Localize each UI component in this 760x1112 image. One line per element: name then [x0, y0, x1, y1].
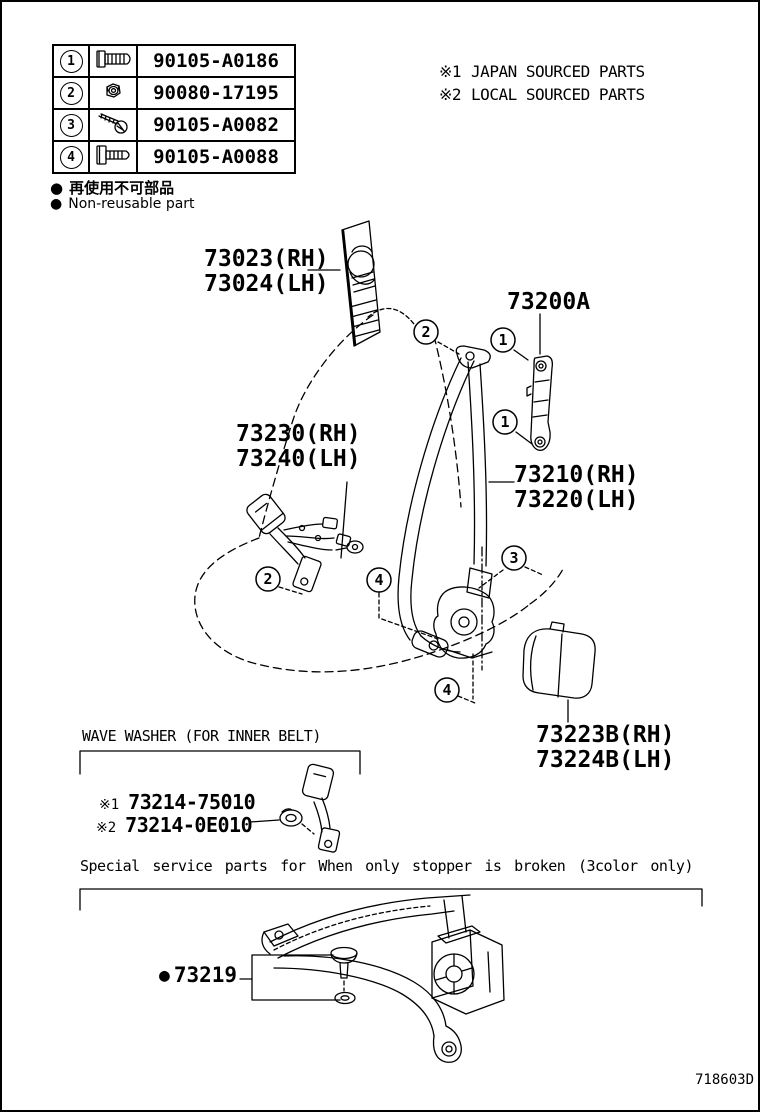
- label-inner-belt: 73230(RH) 73240(LH): [236, 422, 361, 472]
- callout-marker: 4: [366, 567, 392, 593]
- callout-badge: 3: [59, 113, 83, 137]
- adjuster-drawing: [526, 355, 553, 451]
- belt-top-anchor-drawing: [455, 345, 491, 369]
- belt-webbing-drawing: [397, 357, 488, 658]
- stopper-kit-drawing: [261, 894, 505, 1063]
- part-number: 90105-A0082: [136, 108, 296, 142]
- callout-marker: 1: [492, 409, 518, 435]
- svg-text:4: 4: [374, 571, 383, 589]
- callout-badge: 4: [59, 145, 83, 169]
- svg-text:3: 3: [509, 549, 518, 567]
- flange-bolt-icon: [96, 50, 131, 68]
- part-label-line: 73223B(RH): [536, 722, 675, 748]
- lap-anchor-fitting: [411, 630, 449, 658]
- leader-lines: [239, 269, 569, 980]
- part-label-line: 73224B(LH): [536, 747, 675, 773]
- part-label-line: 73240(LH): [236, 446, 361, 472]
- table-row: 1 90105-A0186: [52, 44, 296, 78]
- special-service-note: Special service parts for When only stop…: [80, 857, 694, 875]
- non-reusable-note-jp: ●再使用不可部品: [50, 179, 175, 197]
- svg-text:2: 2: [263, 570, 272, 588]
- tapping-screw-icon: [98, 113, 128, 134]
- icon-cell: [88, 140, 138, 174]
- table-row: 4 90105-A0088: [52, 140, 296, 174]
- document-code: 718603D: [695, 1072, 755, 1088]
- callout-cell: 2: [52, 76, 90, 110]
- callout-marker: 2: [413, 319, 439, 345]
- part-label-line: 73220(LH): [514, 487, 639, 513]
- sourcing-mark: ※2: [96, 820, 117, 836]
- part-label-line: 73023(RH): [204, 246, 329, 272]
- part-number: 90105-A0186: [136, 44, 296, 78]
- callout-marker: 1: [490, 327, 516, 353]
- callout-marker: 3: [501, 545, 527, 571]
- bullet-icon: ●: [50, 196, 63, 212]
- non-reusable-note-en: ●Non-reusable part: [50, 196, 195, 212]
- washer-bolt-icon: [96, 145, 130, 165]
- part-number: 73214-75010: [128, 790, 256, 814]
- section-brackets: [79, 750, 703, 1001]
- sourcing-mark: ※1: [99, 797, 120, 813]
- part-label-line: 73210(RH): [514, 462, 639, 488]
- retractor-drawing: [420, 546, 495, 671]
- label-cover: 73223B(RH) 73224B(LH): [536, 723, 674, 773]
- label-shoulder-anchor: 73023(RH) 73024(LH): [204, 247, 329, 297]
- callout-cell: 1: [52, 44, 90, 78]
- wave-washer-drawing: [279, 763, 341, 853]
- part-number: 73219: [173, 963, 238, 987]
- svg-text:2: 2: [421, 323, 430, 341]
- seat-outline: [194, 314, 565, 673]
- part-label-line: 73024(LH): [204, 271, 329, 297]
- svg-text:4: 4: [442, 681, 451, 699]
- label-adjuster: 73200A: [507, 290, 590, 315]
- callout-badge: 2: [59, 81, 83, 105]
- svg-text:1: 1: [500, 413, 509, 431]
- callout-cell: 4: [52, 140, 90, 174]
- shoulder-anchor-drawing: [341, 220, 381, 347]
- table-row: 3 90105-A0082: [52, 108, 296, 142]
- icon-cell: [88, 44, 138, 78]
- icon-cell: [88, 76, 138, 110]
- callout-marker: 2: [255, 566, 281, 592]
- wave-washer-title: WAVE WASHER (FOR INNER BELT): [82, 727, 321, 745]
- callout-leader-lines: [278, 307, 544, 704]
- retractor-cover-drawing: [522, 621, 596, 699]
- part-number: 90105-A0088: [136, 140, 296, 174]
- buckle-harness-drawing: [246, 493, 364, 593]
- label-outer-belt: 73210(RH) 73220(LH): [514, 463, 639, 513]
- part-number: 90080-17195: [136, 76, 296, 110]
- wave-washer-item: ※1 73214-75010: [99, 790, 256, 814]
- fastener-table: 1 90105-A0186 2 90080-17195 3: [52, 44, 296, 174]
- callout-cell: 3: [52, 108, 90, 142]
- wave-washer-item: ※2 73214-0E010: [96, 813, 253, 837]
- callout-marker: 4: [434, 677, 460, 703]
- callout-badge: 1: [59, 49, 83, 73]
- label-stopper-kit: ● 73219: [159, 963, 237, 987]
- part-number: 73214-0E010: [125, 813, 253, 837]
- table-row: 2 90080-17195: [52, 76, 296, 110]
- svg-text:1: 1: [498, 331, 507, 349]
- nut-icon: [106, 83, 121, 98]
- bullet-icon: ●: [50, 179, 64, 197]
- icon-cell: [88, 108, 138, 142]
- part-label-line: 73230(RH): [236, 421, 361, 447]
- bullet-icon: ●: [159, 964, 170, 986]
- part-label-line: 73200A: [507, 289, 591, 315]
